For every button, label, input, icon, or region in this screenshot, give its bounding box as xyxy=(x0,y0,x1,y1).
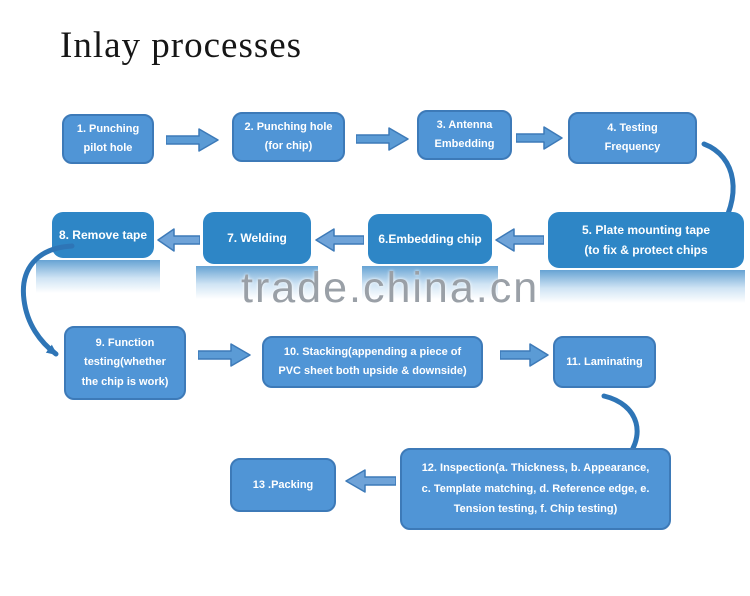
watermark-text: trade.china.cn xyxy=(241,264,540,312)
reflection-step-8 xyxy=(36,260,160,293)
curved-arrow-down-icon xyxy=(20,243,75,357)
flow-arrow-right-icon xyxy=(356,127,409,151)
reflection-step-5 xyxy=(540,270,745,303)
step-box-13: 13 .Packing xyxy=(230,458,336,512)
step-box-8: 8. Remove tape xyxy=(52,212,154,258)
flow-arrow-right-icon xyxy=(166,128,219,152)
flow-arrow-left-icon xyxy=(157,228,200,252)
step-box-9: 9. Function testing(whether the chip is … xyxy=(64,326,186,400)
flow-arrow-left-icon xyxy=(315,228,364,252)
reflection-step-6 xyxy=(362,266,498,299)
flow-arrow-right-icon xyxy=(500,343,549,367)
flow-arrow-left-icon xyxy=(495,228,544,252)
step-box-4: 4. Testing Frequency xyxy=(568,112,697,164)
page-title: Inlay processes xyxy=(60,25,303,66)
step-box-10: 10. Stacking(appending a piece of PVC sh… xyxy=(262,336,483,388)
step-box-6: 6.Embedding chip xyxy=(368,214,492,264)
step-box-5: 5. Plate mounting tape (to fix & protect… xyxy=(548,212,744,268)
step-box-2: 2. Punching hole (for chip) xyxy=(232,112,345,162)
flow-arrow-right-icon xyxy=(516,126,563,150)
step-box-11: 11. Laminating xyxy=(553,336,656,388)
step-box-12: 12. Inspection(a. Thickness, b. Appearan… xyxy=(400,448,671,530)
step-box-1: 1. Punching pilot hole xyxy=(62,114,154,164)
flow-arrow-left-icon xyxy=(345,469,396,493)
step-box-7: 7. Welding xyxy=(203,212,311,264)
step-box-3: 3. Antenna Embedding xyxy=(417,110,512,160)
flow-arrow-right-icon xyxy=(198,343,251,367)
reflection-step-7 xyxy=(196,266,318,299)
